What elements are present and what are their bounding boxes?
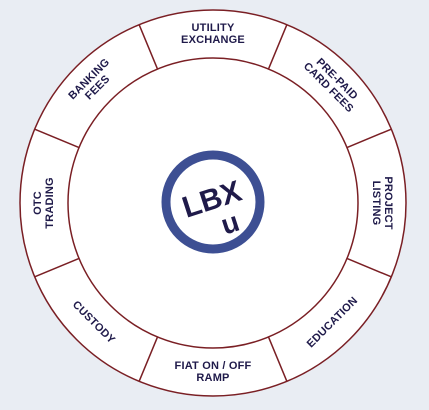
segment-label-line: LISTING bbox=[370, 181, 382, 226]
segment-label-line: EXCHANGE bbox=[181, 34, 245, 46]
logo-ring bbox=[161, 150, 265, 254]
segment-divider bbox=[267, 24, 288, 70]
center-logo: LBX u bbox=[161, 150, 265, 254]
segment-label-line: RAMP bbox=[196, 372, 229, 384]
segment-label-line: TRADING bbox=[44, 177, 56, 229]
segment-label-line: UTILITY bbox=[192, 22, 235, 34]
segment-label-line: OTC bbox=[32, 191, 44, 215]
segment-divider bbox=[346, 257, 392, 278]
segment-label-line: PROJECT bbox=[382, 176, 394, 229]
segment-divider bbox=[138, 24, 159, 70]
segment-divider bbox=[267, 336, 288, 382]
segment-label-line: FIAT ON / OFF bbox=[175, 360, 252, 372]
segment-divider bbox=[346, 128, 392, 149]
segment-divider bbox=[34, 128, 80, 149]
segment-divider bbox=[34, 257, 80, 278]
segment-divider bbox=[138, 336, 159, 382]
